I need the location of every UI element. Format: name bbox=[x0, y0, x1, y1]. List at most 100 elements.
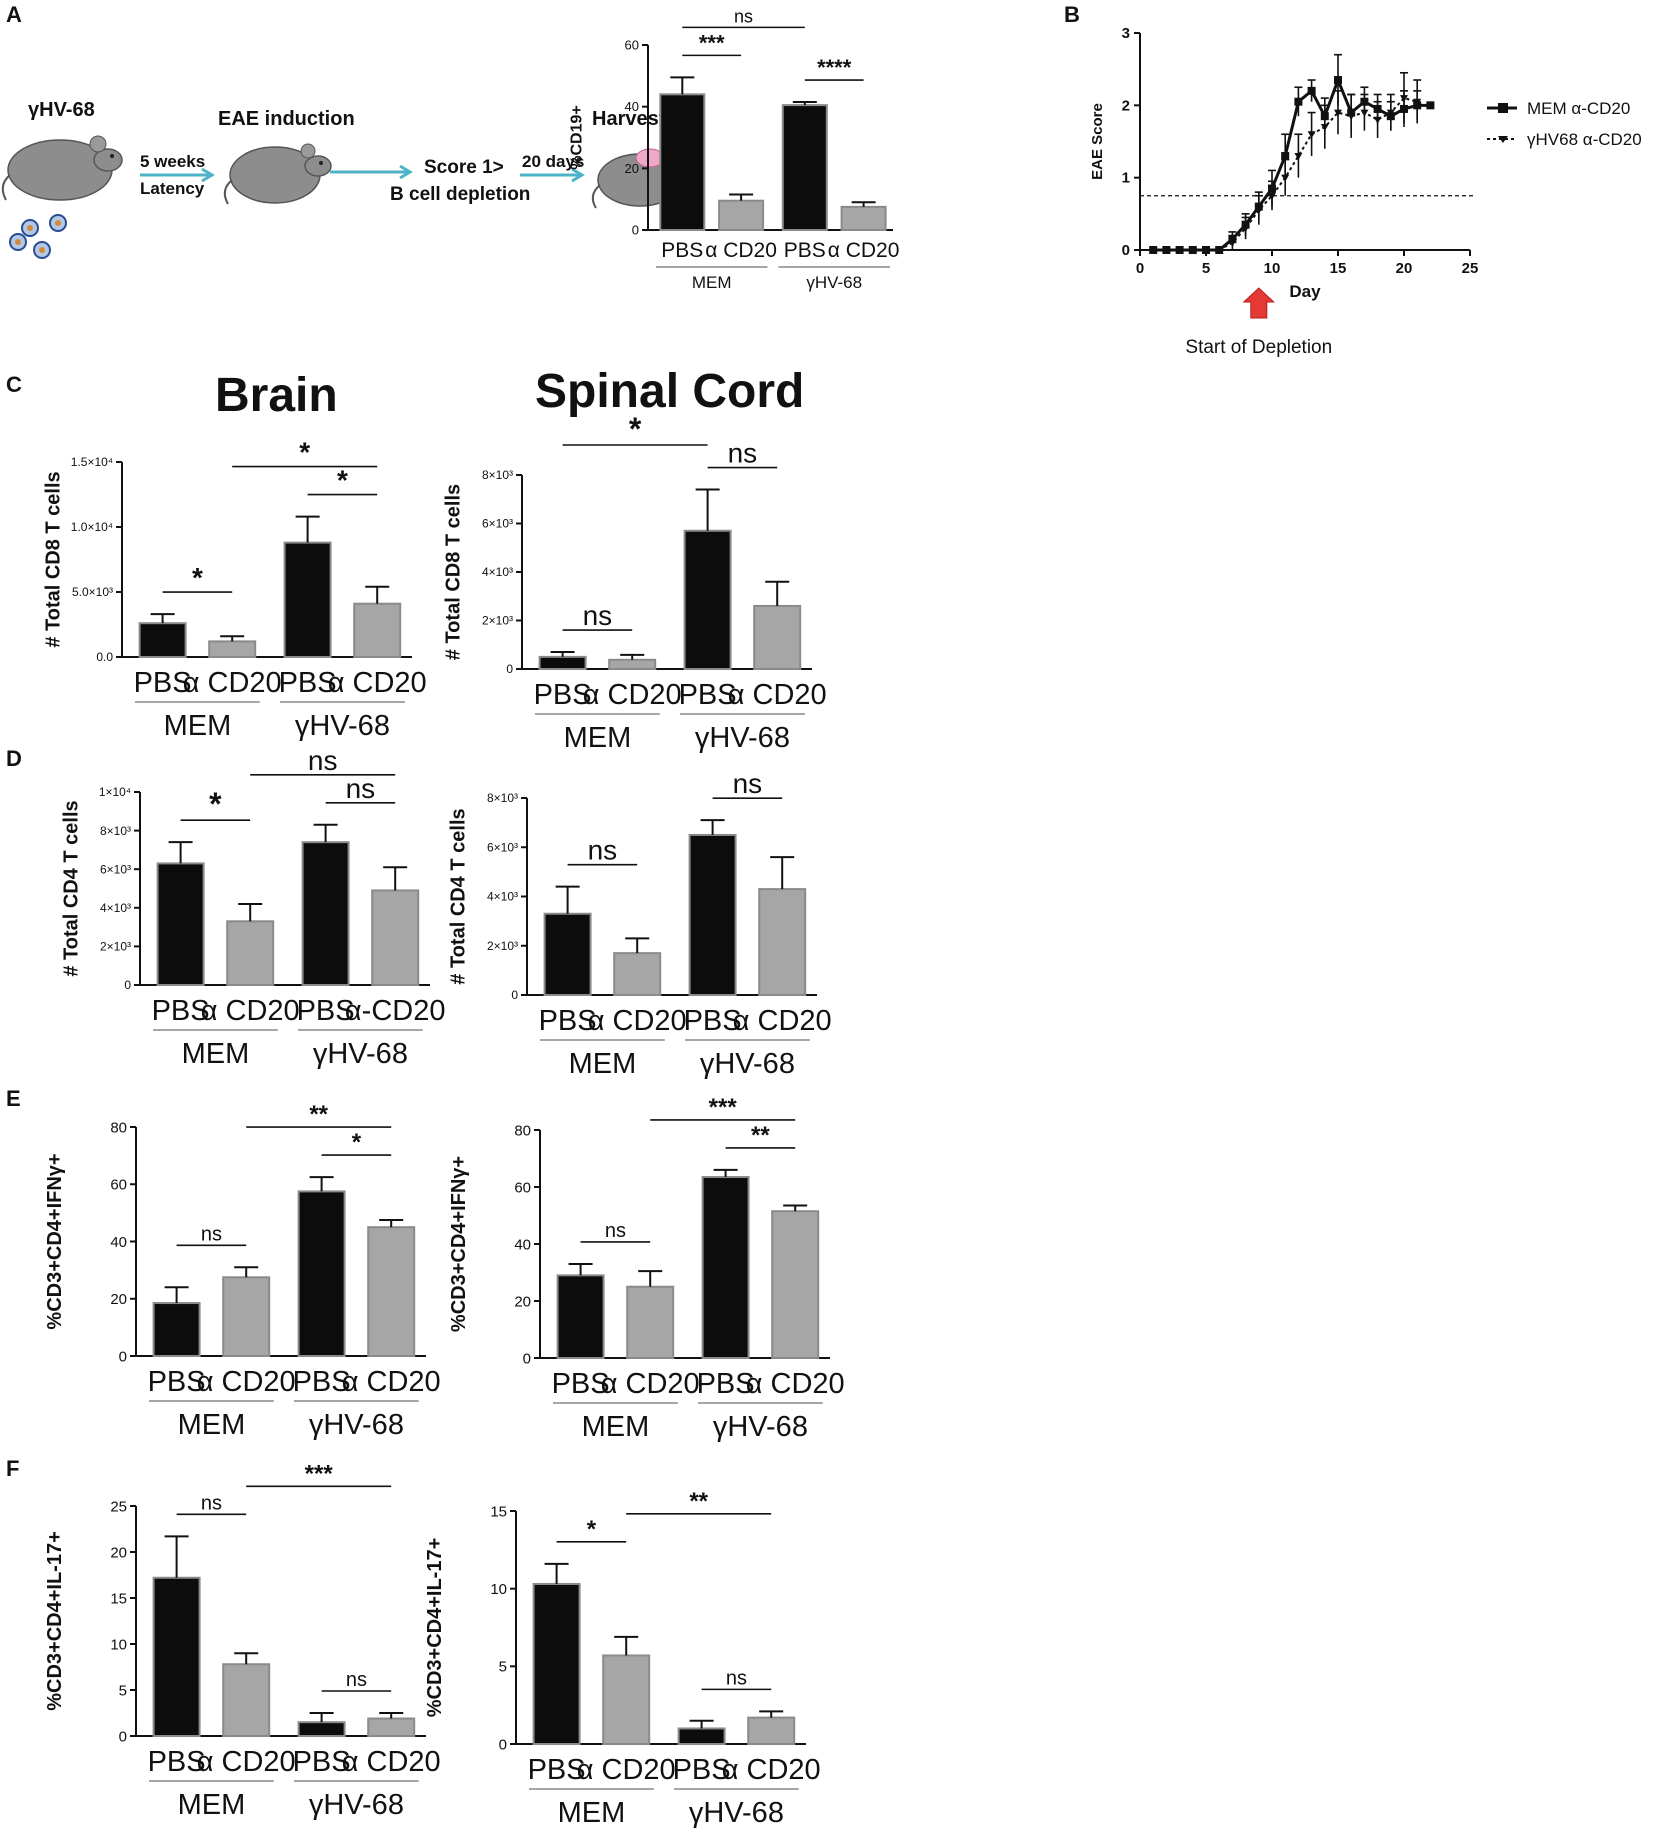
bar bbox=[152, 1302, 201, 1357]
significance-label: * bbox=[299, 437, 310, 468]
bar bbox=[353, 602, 402, 659]
x-tick-label: PBS bbox=[534, 679, 592, 711]
x-tick-label: 20 bbox=[1396, 260, 1413, 277]
bar bbox=[367, 1226, 416, 1357]
significance-label: ns bbox=[734, 6, 753, 26]
y-tick-label: 0 bbox=[119, 1728, 127, 1745]
x-tick-label: PBS bbox=[679, 679, 737, 711]
data-point bbox=[1162, 247, 1171, 254]
y-tick-label: 20 bbox=[625, 161, 639, 176]
bar bbox=[156, 862, 205, 986]
legend-label: MEM α-CD20 bbox=[1527, 99, 1630, 118]
legend-marker bbox=[1498, 136, 1508, 143]
bar bbox=[608, 658, 657, 670]
x-tick-label: 25 bbox=[1462, 260, 1479, 277]
data-point bbox=[1228, 239, 1237, 247]
y-tick-label: 80 bbox=[514, 1122, 531, 1139]
schematic-latency-label: Latency bbox=[140, 179, 205, 198]
bar bbox=[222, 1276, 271, 1357]
bar bbox=[208, 640, 257, 659]
group-label: MEM bbox=[582, 1411, 650, 1443]
series-line bbox=[1153, 75, 1431, 252]
bar bbox=[840, 205, 887, 231]
significance-label: * bbox=[209, 786, 222, 822]
data-point bbox=[1413, 98, 1422, 106]
x-tick-label: α CD20 bbox=[601, 1368, 700, 1400]
panel-label-b: B bbox=[1064, 2, 1080, 27]
significance-label: ns bbox=[726, 1667, 747, 1689]
data-point bbox=[1373, 116, 1382, 124]
group-label: MEM bbox=[692, 273, 732, 292]
legend-label: γHV68 α-CD20 bbox=[1527, 130, 1642, 149]
group-label: MEM bbox=[564, 722, 632, 754]
group-label: MEM bbox=[164, 710, 232, 742]
data-point bbox=[1294, 97, 1303, 106]
data-point bbox=[1294, 152, 1303, 160]
bar bbox=[297, 1190, 346, 1357]
y-tick-label: 6×10³ bbox=[100, 862, 131, 876]
x-tick-label: 0 bbox=[1136, 260, 1144, 277]
group-label: γHV-68 bbox=[806, 273, 862, 292]
significance-label: * bbox=[629, 411, 642, 447]
significance-label: ** bbox=[309, 1101, 328, 1128]
y-tick-label: 5 bbox=[119, 1682, 127, 1699]
x-tick-label: α CD20 bbox=[201, 995, 300, 1027]
group-label: γHV-68 bbox=[309, 1789, 404, 1821]
schematic-weeks-label: 5 weeks bbox=[140, 152, 205, 171]
group-label: MEM bbox=[178, 1789, 246, 1821]
significance-label: ns bbox=[346, 1669, 367, 1691]
x-tick-label: α CD20 bbox=[728, 679, 827, 711]
group-label: γHV-68 bbox=[695, 722, 790, 754]
bar bbox=[371, 889, 420, 986]
bar bbox=[301, 841, 350, 986]
group-label: MEM bbox=[182, 1038, 250, 1070]
x-tick-label: PBS bbox=[152, 995, 210, 1027]
y-tick-label: 0 bbox=[499, 1736, 507, 1753]
significance-label: * bbox=[587, 1516, 597, 1543]
significance-label: ns bbox=[201, 1492, 222, 1514]
bar bbox=[297, 1721, 346, 1737]
y-tick-label: 1 bbox=[1122, 170, 1130, 187]
x-tick-label: α CD20 bbox=[342, 1366, 441, 1398]
significance-label: ns bbox=[605, 1220, 626, 1242]
bar bbox=[138, 622, 187, 659]
y-axis-title: %CD3+CD4+IFNγ+ bbox=[448, 1156, 470, 1332]
y-axis-title: %CD3+CD4+IFNγ+ bbox=[44, 1153, 66, 1329]
bar bbox=[152, 1576, 201, 1738]
bar bbox=[747, 1716, 796, 1746]
x-tick-label: PBS bbox=[148, 1366, 206, 1398]
data-point bbox=[1307, 131, 1316, 139]
y-tick-label: 80 bbox=[110, 1119, 127, 1136]
bar bbox=[283, 541, 332, 658]
x-tick-label: PBS bbox=[297, 995, 355, 1027]
y-axis-title: # Total CD8 T cells bbox=[43, 471, 65, 647]
data-point bbox=[1281, 151, 1290, 160]
schematic-days-label: 20 days bbox=[522, 152, 584, 171]
bar bbox=[781, 104, 828, 231]
significance-label: **** bbox=[817, 55, 852, 80]
y-tick-label: 4×10³ bbox=[487, 890, 518, 904]
x-tick-label: α CD20 bbox=[183, 667, 282, 699]
data-point bbox=[1334, 109, 1342, 117]
y-tick-label: 1.5×10⁴ bbox=[71, 455, 113, 469]
y-tick-label: 2×10³ bbox=[100, 940, 131, 954]
data-point bbox=[1188, 247, 1197, 254]
bar bbox=[543, 912, 592, 996]
x-tick-label: PBS bbox=[661, 239, 703, 262]
y-tick-label: 4×10³ bbox=[100, 901, 131, 915]
x-tick-label: PBS bbox=[784, 239, 826, 262]
x-tick-label: 15 bbox=[1330, 260, 1347, 277]
mouse-icon-1 bbox=[1, 135, 123, 201]
bar bbox=[771, 1210, 820, 1359]
bar bbox=[683, 529, 732, 671]
x-tick-label: α CD20 bbox=[722, 1754, 821, 1786]
group-label: MEM bbox=[558, 1797, 626, 1829]
group-label: γHV-68 bbox=[295, 710, 390, 742]
significance-label: ns bbox=[201, 1223, 222, 1245]
y-tick-label: 8×10³ bbox=[487, 791, 518, 805]
y-tick-label: 60 bbox=[625, 38, 639, 53]
